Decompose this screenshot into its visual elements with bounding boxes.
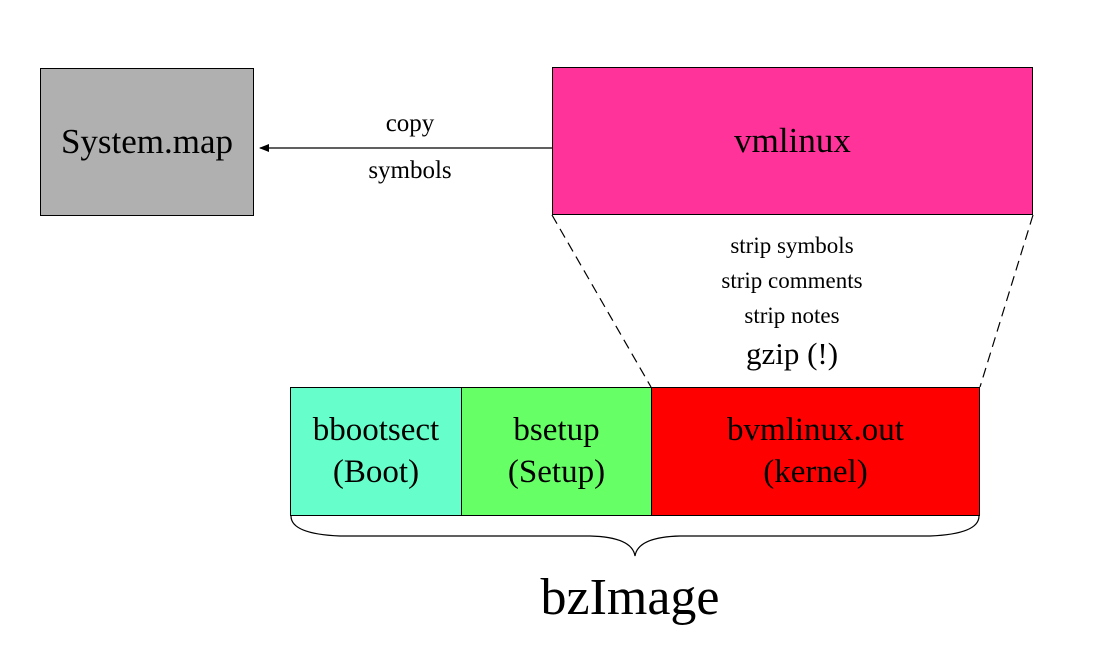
segment-name: bsetup: [513, 412, 600, 449]
step-strip-symbols: strip symbols: [730, 233, 854, 258]
bzimage-brace: [290, 515, 980, 557]
segment-bvmlinux-out: bvmlinux.out (kernel): [651, 387, 980, 516]
vmlinux-box: vmlinux: [552, 67, 1033, 215]
step-strip-comments: strip comments: [721, 268, 863, 293]
system-map-label: System.map: [60, 122, 234, 162]
processing-steps: strip symbols strip comments strip notes…: [672, 228, 912, 375]
system-map-box: System.map: [40, 68, 254, 216]
segment-sub: (Boot): [332, 453, 420, 490]
segment-bsetup: bsetup (Setup): [461, 387, 652, 516]
dashed-expansion-left: [551, 214, 652, 388]
vmlinux-label: vmlinux: [734, 121, 851, 161]
segment-name: bvmlinux.out: [727, 412, 904, 449]
segment-bbootsect: bbootsect (Boot): [290, 387, 462, 516]
segment-name: bbootsect: [312, 412, 440, 449]
segment-sub: (kernel): [763, 453, 868, 490]
step-gzip: gzip (!): [745, 336, 839, 371]
bzimage-label: bzImage: [540, 569, 720, 626]
step-strip-notes: strip notes: [744, 303, 840, 328]
segment-sub: (Setup): [507, 453, 606, 490]
dashed-expansion-right: [979, 214, 1034, 388]
arrow-label-symbols: symbols: [368, 157, 452, 184]
arrow-label-copy: copy: [385, 110, 435, 137]
